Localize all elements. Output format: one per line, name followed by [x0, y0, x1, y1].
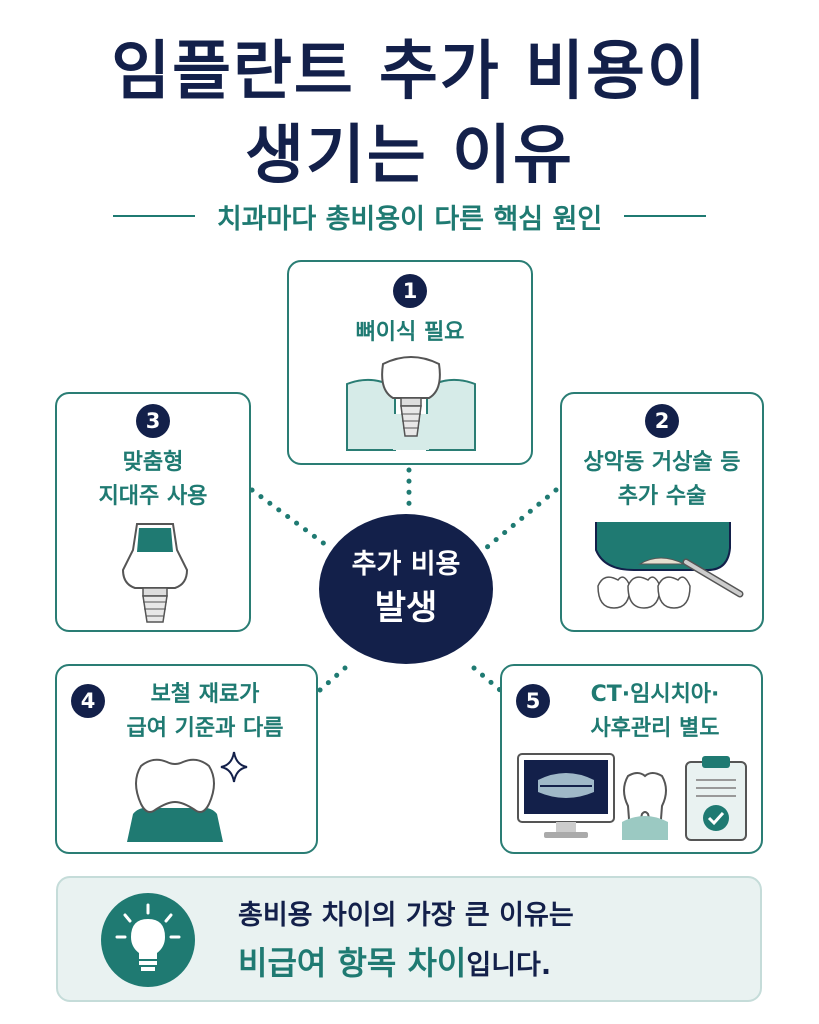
summary-line-1: 총비용 차이의 가장 큰 이유는 [238, 900, 574, 931]
implant-icon [346, 356, 476, 451]
connector-5 [471, 665, 503, 693]
lightbulb-icon [101, 893, 195, 987]
page-title: 임플란트 추가 비용이 생기는 이유 [0, 30, 819, 198]
summary-line-2-rest: 입니다. [466, 950, 552, 981]
card-3-line-1: 맞춤형 [122, 450, 184, 475]
subtitle: 치과마다 총비용이 다른 핵심 원인 [216, 203, 603, 235]
reason-card-4: 4 보철 재료가 급여 기준과 다름 [55, 664, 318, 854]
summary-line-2: 비급여 항목 차이입니다. [238, 940, 551, 989]
title-line-2: 생기는 이유 [245, 119, 574, 193]
card-5-line-2: 사후관리 별도 [590, 716, 720, 741]
connector-3 [249, 487, 333, 551]
connector-4 [317, 665, 348, 693]
card-4-line-2: 급여 기준과 다름 [126, 716, 284, 741]
card-2-line-1: 상악동 거상술 등 [583, 450, 741, 475]
subtitle-divider-right [624, 215, 707, 217]
sparkle-icon [220, 751, 248, 783]
card-2-line-2: 추가 수술 [617, 484, 707, 509]
card-number-4: 4 [71, 684, 105, 718]
sinus-lift-icon [595, 522, 744, 609]
reason-card-2: 2 상악동 거상술 등 추가 수술 [560, 392, 764, 632]
subtitle-divider-left [112, 215, 195, 217]
reason-card-5: 5 CT·임시치아· 사후관리 별도 [500, 664, 763, 854]
center-circle: 추가 비용 발생 [319, 514, 493, 664]
summary-highlight: 비급여 항목 차이 [238, 944, 467, 982]
card-3-line-2: 지대주 사용 [98, 484, 208, 509]
clipboard-check-icon [685, 756, 747, 841]
card-5-line-1: CT·임시치아· [590, 682, 720, 707]
reason-card-3: 3 맞춤형 지대주 사용 [55, 392, 251, 632]
card-number-3: 3 [136, 404, 170, 438]
tooth-icon [622, 772, 668, 840]
crown-icon [127, 758, 223, 842]
card-number-5: 5 [516, 684, 550, 718]
subtitle-row: 치과마다 총비용이 다른 핵심 원인 [0, 196, 819, 236]
connector-2 [483, 487, 559, 551]
title-line-1: 임플란트 추가 비용이 [111, 35, 708, 109]
card-number-2: 2 [645, 404, 679, 438]
card-1-label: 뼈이식 필요 [355, 320, 465, 345]
card-number-1: 1 [393, 274, 427, 308]
center-line-2: 발생 [374, 588, 438, 628]
center-line-1: 추가 비용 [351, 549, 461, 580]
card-4-line-1: 보철 재료가 [150, 682, 260, 707]
abutment-icon [121, 523, 189, 623]
ct-monitor-icon [517, 753, 615, 838]
reason-card-1: 1 뼈이식 필요 [287, 260, 533, 465]
